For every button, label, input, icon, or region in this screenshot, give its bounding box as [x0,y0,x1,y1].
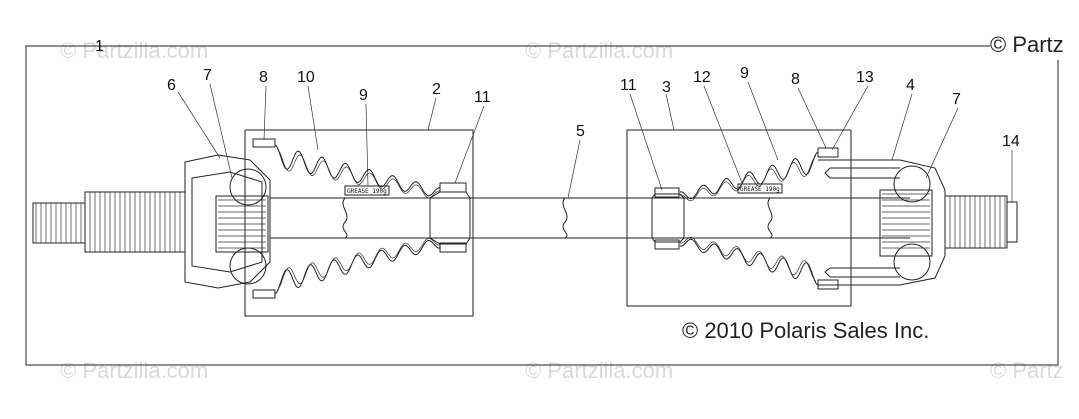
left-boot [252,138,471,299]
right-inner-clamp-bottom [654,239,680,250]
svg-text:GREASE 190g: GREASE 190g [347,188,387,195]
callout-8-right: 8 [791,71,800,88]
callout-4: 4 [906,77,915,94]
main-shaft [270,197,910,239]
callout-2: 2 [432,81,441,98]
grease-label-right: GREASE 190g [737,183,783,194]
kit-box-left [244,129,474,317]
kit-box-right [626,129,852,307]
callout-12: 12 [693,69,711,86]
callout-6: 6 [167,77,176,94]
callout-5: 5 [576,123,585,140]
leader-lines [177,81,1013,202]
callout-8: 8 [259,69,268,86]
watermark-bottom-right: © Partz [990,358,1064,383]
callout-1: 1 [95,38,104,55]
right-inner-clamp-top [654,187,680,198]
left-spline-stub [32,191,186,253]
watermark-bottom-left: © Partzilla.com [60,358,208,383]
watermark-top-right: © Partz [990,32,1064,57]
left-inner-clamp-bottom [439,242,467,253]
left-outer-clamp-top [252,138,276,148]
callout-13: 13 [856,69,874,86]
copyright-notice: © 2010 Polaris Sales Inc. [682,318,929,343]
callout-9: 9 [359,87,368,104]
watermark-bottom-center: © Partzilla.com [525,358,673,383]
callout-7-right: 7 [952,91,961,108]
callout-11-right: 11 [620,77,637,94]
right-spline-stub [944,195,1018,249]
right-plunge-housing [818,159,946,286]
callouts: 1 6 7 8 10 9 2 11 5 11 3 12 9 8 13 4 7 1… [95,38,1020,150]
watermark-top-left: © Partzilla.com [60,38,208,63]
assembly-frame [25,45,1059,366]
right-boot [651,147,839,290]
left-inner-clamp-top [439,182,467,193]
grease-label-left: GREASE 190g [344,185,390,196]
callout-7: 7 [203,67,212,84]
svg-text:GREASE 190g: GREASE 190g [740,186,780,193]
callout-11: 11 [474,89,491,106]
callout-10: 10 [297,69,315,86]
callout-3: 3 [662,79,671,96]
left-outer-clamp-bottom [252,289,276,299]
callout-14: 14 [1002,133,1020,150]
left-cv-housing [184,154,271,289]
right-outer-clamp-top [817,147,839,158]
watermark-top-center: © Partzilla.com [525,38,673,63]
callout-9-right: 9 [740,65,749,82]
